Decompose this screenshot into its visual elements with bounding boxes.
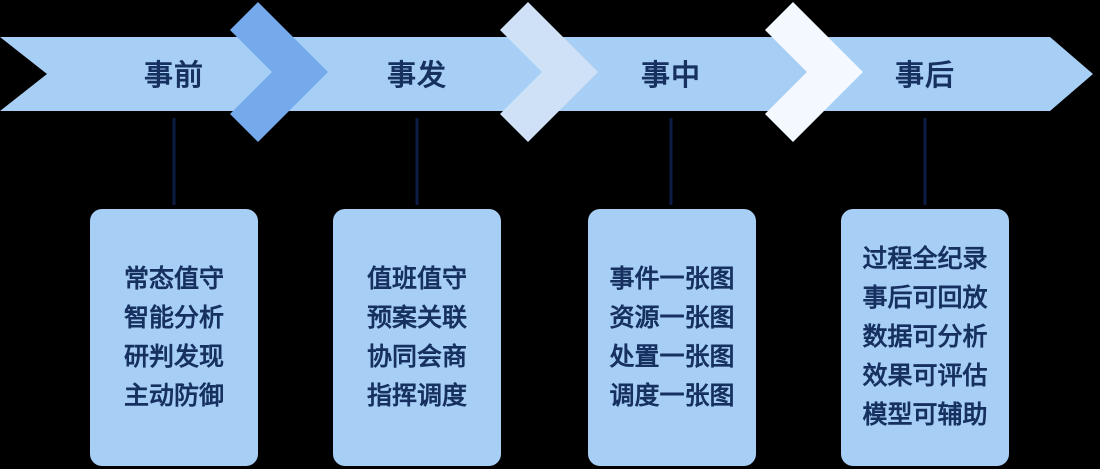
card-item: 智能分析	[123, 303, 224, 332]
card-item: 数据可分析	[862, 323, 988, 351]
stage-card-pre: 常态值守 智能分析 研判发现 主动防御	[90, 209, 258, 466]
stage-label-during: 事中	[640, 60, 701, 92]
stage-label-pre: 事前	[143, 60, 204, 92]
stage-card-after: 过程全纪录 事后可回放 数据可分析 效果可评估 模型可辅助	[841, 209, 1009, 466]
chevron-separator-2-icon	[500, 2, 598, 142]
card-item: 资源一张图	[609, 303, 735, 332]
card-item: 处置一张图	[609, 342, 735, 371]
card-item: 效果可评估	[862, 362, 988, 390]
card-item: 过程全纪录	[862, 245, 988, 273]
card-item: 研判发现	[123, 342, 224, 371]
card-item: 调度一张图	[609, 381, 735, 410]
chevron-separator-3-icon	[765, 2, 863, 142]
card-item: 主动防御	[123, 381, 224, 410]
chevron-separator-1-icon	[230, 2, 328, 142]
card-item: 模型可辅助	[862, 401, 988, 429]
card-item: 指挥调度	[366, 381, 467, 410]
stage-label-after: 事后	[894, 60, 955, 92]
card-item: 事后可回放	[862, 284, 988, 312]
card-item: 预案关联	[366, 303, 467, 332]
card-item: 值班值守	[366, 264, 467, 293]
card-item: 协同会商	[366, 342, 467, 371]
card-item: 常态值守	[123, 264, 224, 293]
card-item: 事件一张图	[609, 264, 735, 293]
stage-card-during: 事件一张图 资源一张图 处置一张图 调度一张图	[588, 209, 756, 466]
stage-card-onset: 值班值守 预案关联 协同会商 指挥调度	[333, 209, 501, 466]
stage-label-onset: 事发	[386, 60, 447, 92]
